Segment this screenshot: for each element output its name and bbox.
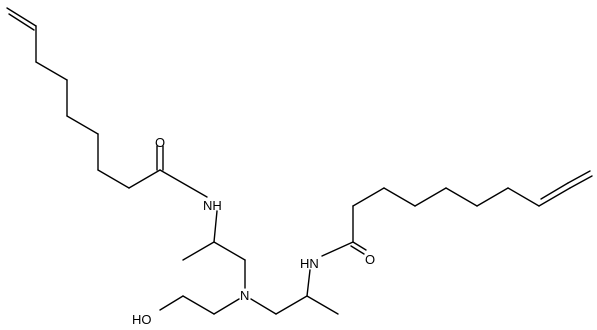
tertiary-amine-label: N: [240, 288, 249, 303]
upper-propyl-linker: [182, 210, 246, 289]
upper-alkenyl-chain: [6, 7, 208, 198]
lower-carbonyl: [350, 241, 367, 255]
lower-alkenyl-chain: [352, 170, 593, 243]
hydroxyethyl-arm: [159, 295, 240, 315]
amide-nitrogen-label: NH: [203, 198, 222, 213]
hydroxyl-label: HO: [132, 312, 152, 327]
carbonyl-oxygen-label: O: [365, 252, 375, 267]
upper-carbonyl: [156, 145, 164, 171]
lower-propyl-linker: [250, 241, 354, 315]
carbonyl-oxygen-label: O: [155, 135, 165, 150]
amide-nitrogen-label: HN: [300, 256, 319, 271]
